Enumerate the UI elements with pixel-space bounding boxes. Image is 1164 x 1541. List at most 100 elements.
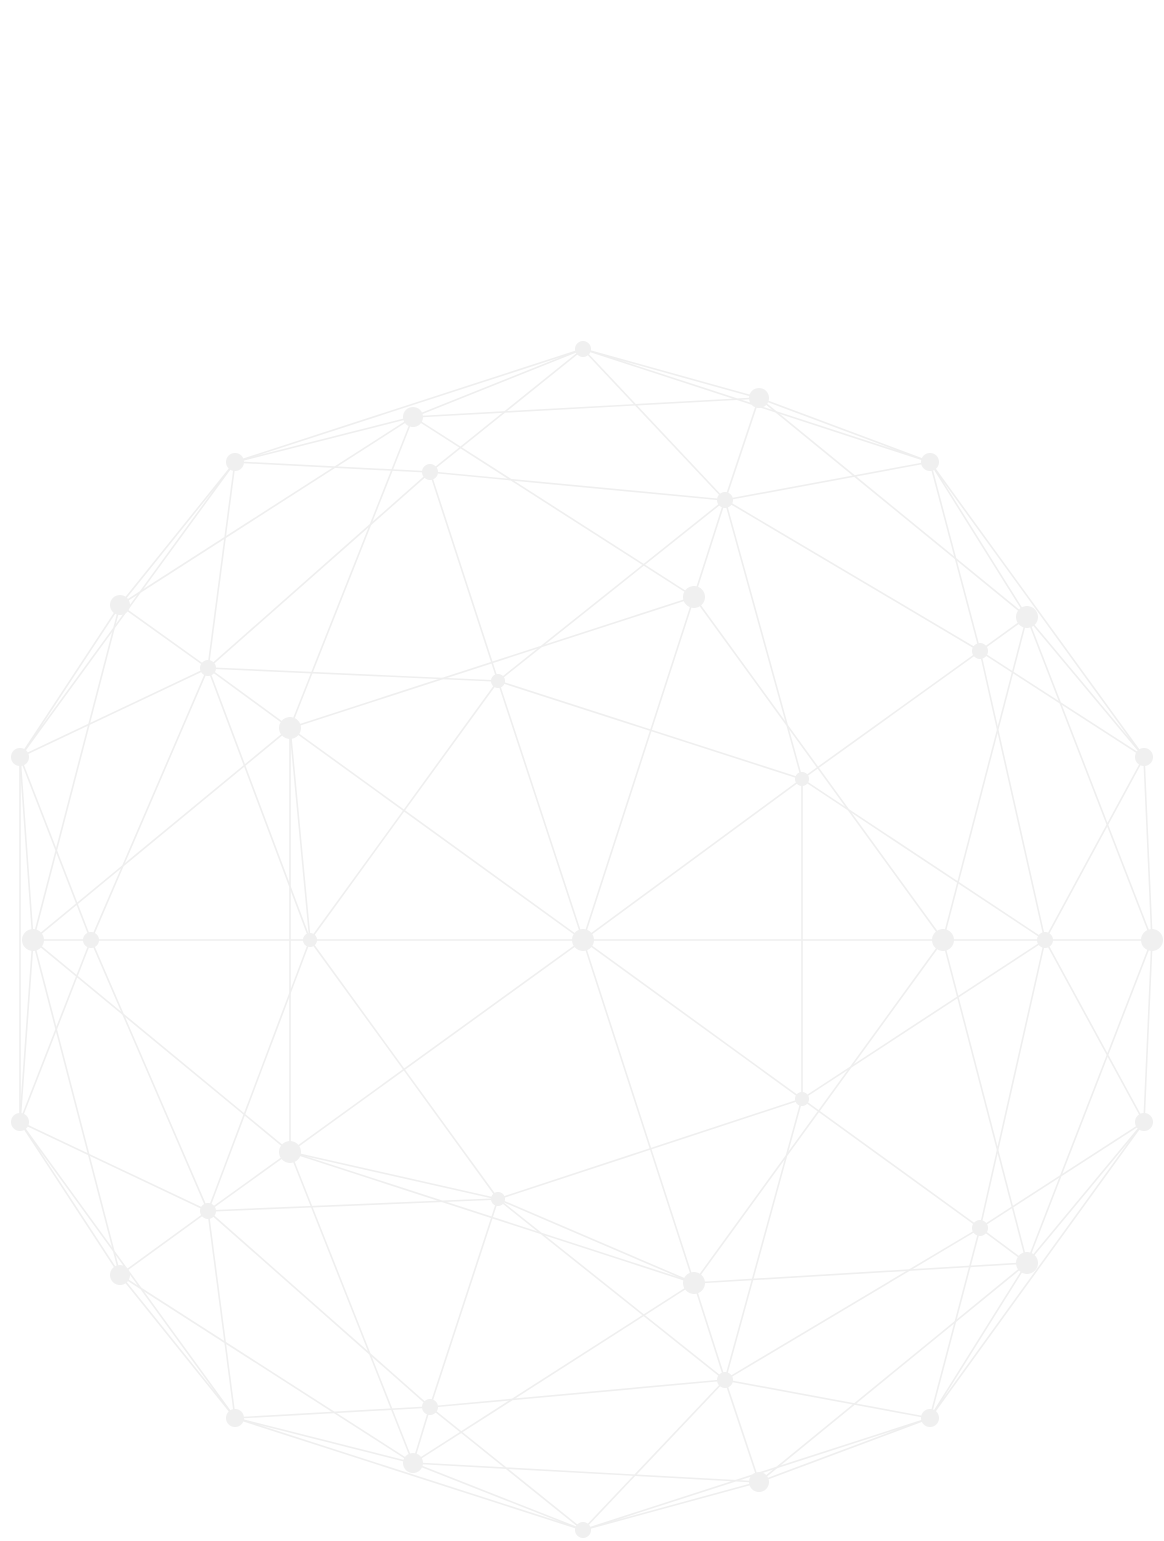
vertex-node	[200, 1203, 216, 1219]
vertex-node	[403, 1453, 423, 1473]
vertex-node	[226, 453, 244, 471]
edge-line	[582, 596, 695, 941]
vertex-node	[279, 717, 301, 739]
vertex-node	[1016, 1252, 1038, 1274]
edge-line	[724, 1379, 931, 1419]
edge-line	[412, 1462, 760, 1483]
edge-line	[234, 1417, 414, 1464]
edge-line	[693, 1282, 726, 1381]
edge-line	[758, 397, 1028, 618]
vertex-node	[110, 1265, 130, 1285]
edge-line	[119, 1274, 236, 1419]
edge-line	[724, 499, 803, 780]
edge-line	[497, 680, 803, 780]
edge-line	[119, 416, 414, 606]
edge-line	[942, 616, 1028, 941]
vertex-node	[795, 1092, 809, 1106]
edge-line	[19, 604, 121, 758]
edge-line	[119, 1274, 414, 1464]
edge-line	[1026, 616, 1145, 758]
vertex-node	[972, 1220, 988, 1236]
edge-line	[234, 1406, 431, 1419]
edge-line	[758, 1417, 931, 1483]
edge-line	[289, 939, 584, 1153]
vertex-node	[717, 492, 733, 508]
edge-line	[929, 1262, 1028, 1419]
edge-line	[929, 461, 1145, 758]
edge-line	[429, 471, 726, 501]
edge-line	[497, 1098, 803, 1200]
edge-line	[582, 348, 726, 501]
edge-line	[582, 939, 695, 1284]
edge-line	[693, 499, 726, 598]
node-group	[11, 341, 1163, 1538]
edge-line	[19, 1121, 121, 1276]
edge-line	[119, 604, 209, 669]
edge-line	[207, 667, 499, 682]
edge-line	[758, 1262, 1028, 1483]
vertex-node	[683, 586, 705, 608]
edge-line	[289, 727, 311, 941]
edge-line	[979, 650, 1145, 758]
edge-line	[207, 1151, 291, 1212]
vertex-node	[1135, 748, 1153, 766]
edge-line	[32, 939, 121, 1276]
edge-line	[929, 1121, 1145, 1419]
vertex-node	[226, 1409, 244, 1427]
vertex-node	[921, 453, 939, 471]
edge-line	[693, 1262, 1028, 1284]
edge-line	[724, 1098, 803, 1381]
edge-line	[207, 1210, 431, 1408]
edge-line	[801, 939, 1046, 1100]
edge-line	[724, 461, 931, 501]
edge-line	[207, 461, 236, 669]
edge-line	[582, 1481, 760, 1531]
vertex-node	[491, 674, 505, 688]
edge-line	[429, 471, 499, 682]
edge-line	[1143, 756, 1153, 941]
edge-line	[207, 1210, 236, 1419]
edge-line	[289, 727, 584, 941]
edge-line	[207, 1198, 499, 1212]
edge-line	[429, 348, 584, 473]
vertex-node	[972, 643, 988, 659]
edge-line	[1026, 616, 1153, 941]
edge-line	[497, 1198, 695, 1284]
edge-line	[19, 939, 34, 1123]
edge-line	[412, 1282, 695, 1464]
edge-line	[19, 756, 34, 941]
edge-line	[32, 604, 121, 941]
edge-line	[724, 499, 981, 652]
edge-line	[1026, 1121, 1145, 1264]
edge-line	[497, 1198, 726, 1381]
edge-line	[289, 596, 695, 729]
edge-line	[19, 1121, 209, 1212]
edge-line	[758, 397, 931, 463]
vertex-node	[422, 1399, 438, 1415]
edge-line	[942, 939, 1028, 1264]
edge-line	[412, 416, 695, 598]
edge-line	[801, 778, 1046, 941]
edge-line	[412, 348, 584, 418]
edge-line	[90, 667, 209, 941]
vertex-node	[683, 1272, 705, 1294]
edge-line	[582, 1379, 726, 1531]
edge-line	[90, 939, 209, 1212]
edge-group	[19, 348, 1153, 1531]
edge-line	[289, 1151, 499, 1200]
edge-line	[289, 416, 414, 729]
edge-line	[979, 650, 1046, 941]
edge-line	[979, 939, 1046, 1229]
edge-line	[724, 1227, 981, 1381]
edge-line	[801, 1098, 981, 1229]
edge-line	[119, 1210, 209, 1276]
vertex-node	[795, 772, 809, 786]
edge-line	[929, 461, 1028, 618]
edge-line	[582, 939, 803, 1100]
edge-line	[429, 1198, 499, 1408]
vertex-node	[22, 929, 44, 951]
edge-line	[234, 1417, 584, 1531]
vertex-node	[572, 929, 594, 951]
